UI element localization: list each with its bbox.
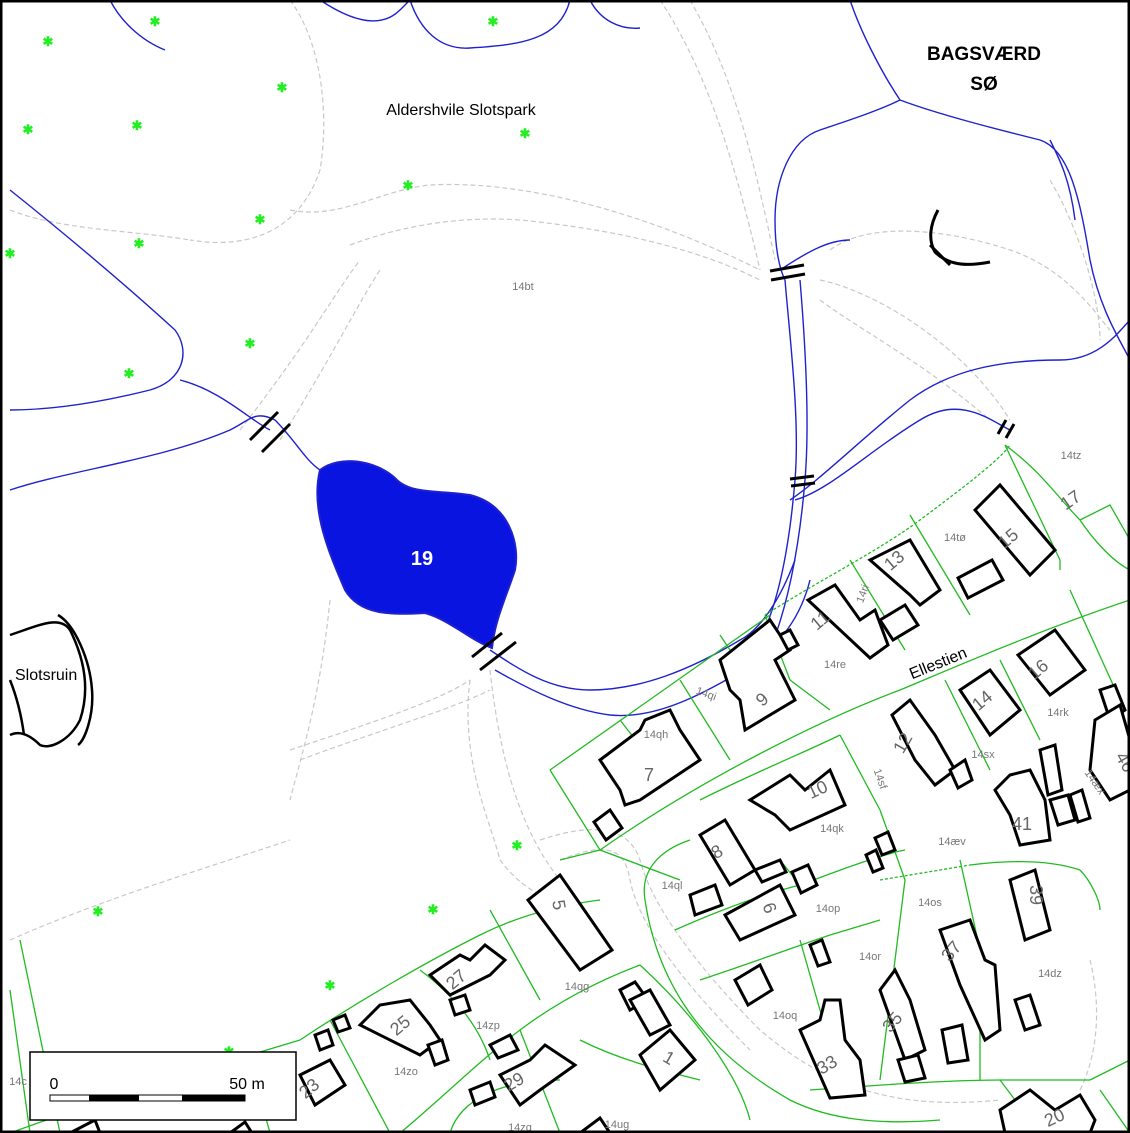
svg-text:✱: ✱ xyxy=(488,14,499,29)
parcel-label: 14op xyxy=(816,903,840,915)
svg-text:✱: ✱ xyxy=(325,978,336,993)
parcel-label: 14or xyxy=(859,951,881,963)
house-number: 41 xyxy=(1012,814,1032,834)
svg-text:✱: ✱ xyxy=(93,904,104,919)
house-number: 5 xyxy=(548,898,569,911)
svg-text:✱: ✱ xyxy=(277,80,288,95)
pond-19[interactable]: 19 xyxy=(316,460,518,650)
parcel-label: 14qk xyxy=(820,823,844,835)
parcel-label: 14tø xyxy=(944,532,966,544)
ruin-label: Slotsruin xyxy=(15,667,77,684)
house-number: 39 xyxy=(1026,885,1046,905)
scale-end-label: 50 m xyxy=(229,1076,265,1093)
parcel-label: 14qg xyxy=(565,981,589,993)
parcel-label: 14ug xyxy=(605,1119,629,1131)
lake-name-line2: SØ xyxy=(970,74,997,95)
buildings xyxy=(69,482,1130,1133)
svg-text:✱: ✱ xyxy=(43,34,54,49)
parcel-label: 14rk xyxy=(1047,707,1069,719)
parcel-label: 14oq xyxy=(773,1010,797,1022)
pond-label: 19 xyxy=(411,548,433,570)
parcel-label: 14re xyxy=(824,659,846,671)
parcel-label: 14ri xyxy=(854,583,872,604)
svg-text:✱: ✱ xyxy=(403,178,414,193)
parcel-labels: 14bt 14tz 14tø 14ri 14re 14qi 14qh 14rk … xyxy=(9,281,1107,1133)
parcel-label: 14c xyxy=(9,1076,27,1088)
svg-text:✱: ✱ xyxy=(124,366,135,381)
footpaths xyxy=(9,0,1111,1104)
parcel-label: 14æv xyxy=(938,836,966,848)
parcel-label: 14dz xyxy=(1038,968,1062,980)
parcel-label: 14sx xyxy=(971,749,995,761)
svg-text:✱: ✱ xyxy=(132,118,143,133)
svg-text:✱: ✱ xyxy=(255,212,266,227)
lake-structure xyxy=(928,209,991,267)
parcel-label: 14zo xyxy=(394,1066,418,1078)
lake-name-line1: BAGSVÆRD xyxy=(927,44,1041,65)
parcel-label: 14os xyxy=(918,897,942,909)
svg-text:✱: ✱ xyxy=(5,246,16,261)
parcel-label: 14tz xyxy=(1061,450,1082,462)
parcel-label: 14ql xyxy=(662,880,683,892)
bridges xyxy=(248,263,1016,672)
svg-text:✱: ✱ xyxy=(134,236,145,251)
parcel-label: 14bt xyxy=(512,281,533,293)
svg-text:✱: ✱ xyxy=(23,122,34,137)
park-label: Aldershvile Slotspark xyxy=(386,102,536,119)
svg-text:✱: ✱ xyxy=(512,838,523,853)
scale-bar: 0 50 m xyxy=(29,1051,297,1121)
svg-text:✱: ✱ xyxy=(428,902,439,917)
parcel-label: 14qh xyxy=(644,729,668,741)
parcel-label: 14zq xyxy=(508,1122,532,1133)
svg-text:✱: ✱ xyxy=(245,336,256,351)
parcel-label: 14zp xyxy=(476,1020,500,1032)
svg-text:✱: ✱ xyxy=(150,14,161,29)
scale-start-label: 0 xyxy=(50,1076,59,1093)
svg-text:✱: ✱ xyxy=(520,126,531,141)
house-number: 7 xyxy=(644,765,654,785)
slotsruin xyxy=(8,613,94,748)
